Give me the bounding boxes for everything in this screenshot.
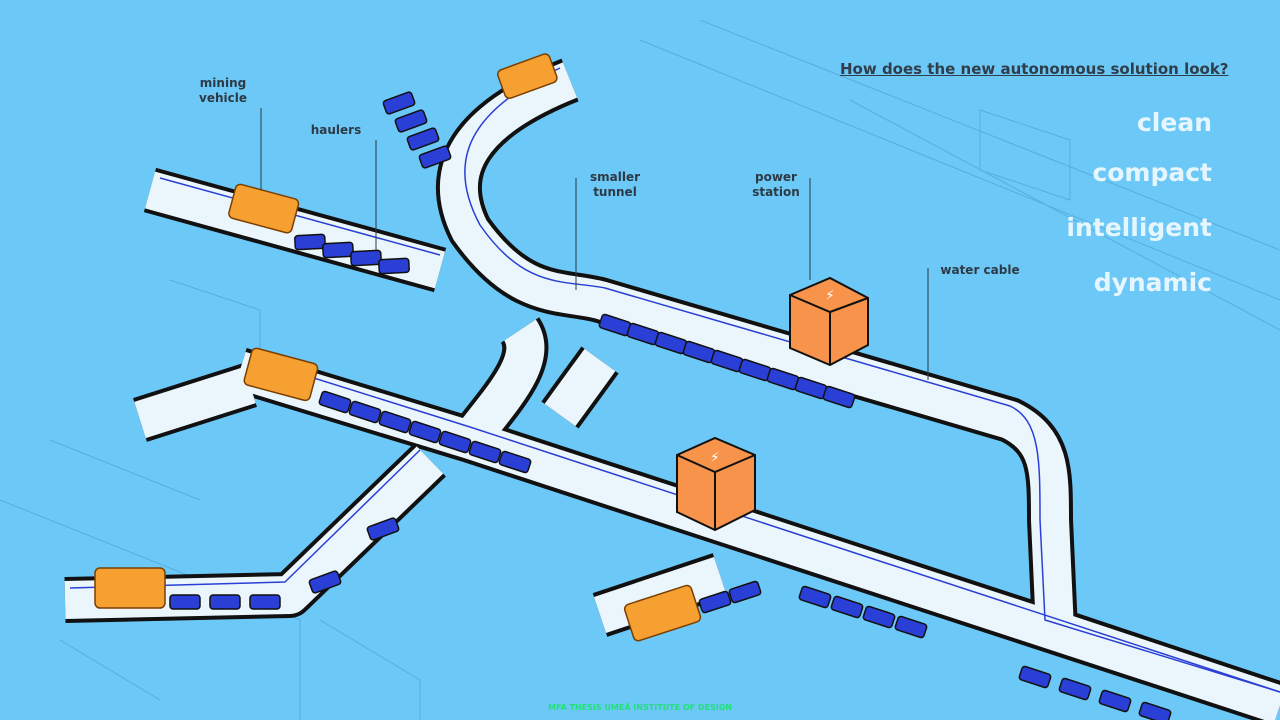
hauler — [468, 440, 502, 464]
hauler — [1098, 689, 1132, 713]
mining-vehicle — [228, 183, 300, 234]
power-stations: ⚡ ⚡ — [676, 276, 869, 532]
hauler — [249, 594, 281, 610]
hauler — [348, 400, 382, 424]
background-sketch — [0, 19, 1280, 720]
hauler — [382, 91, 416, 115]
mining-vehicle — [243, 347, 319, 402]
hauler — [1058, 677, 1092, 701]
keyword-clean: clean — [1136, 108, 1212, 137]
hauler — [698, 590, 732, 614]
hauler — [378, 257, 410, 275]
mining-vehicle — [497, 53, 558, 99]
hauler — [822, 385, 856, 409]
hauler — [406, 127, 440, 151]
hauler — [498, 450, 532, 474]
label-water-cable: water cable — [940, 263, 1020, 277]
hauler — [169, 594, 201, 610]
keyword-compact: compact — [1092, 158, 1212, 187]
hauler — [350, 249, 382, 267]
hauler — [798, 585, 832, 609]
hauler — [209, 594, 241, 610]
footer-credit: MFA THESIS UMEÅ INSTITUTE OF DESIGN — [548, 703, 732, 712]
hauler — [862, 605, 896, 629]
slide-question: How does the new autonomous solution loo… — [840, 60, 1229, 78]
label-haulers: haulers — [310, 123, 362, 137]
svg-text:⚡: ⚡ — [825, 288, 835, 304]
hauler — [318, 390, 352, 414]
hauler — [830, 595, 864, 619]
mining-vehicle — [623, 584, 702, 642]
hauler — [366, 517, 400, 541]
hauler — [322, 241, 354, 259]
hauler — [1018, 665, 1052, 689]
mining-vehicle — [94, 567, 166, 609]
keyword-dynamic: dynamic — [1093, 268, 1212, 297]
hauler — [378, 410, 412, 434]
hauler — [728, 580, 762, 604]
mining-vehicles — [94, 53, 702, 642]
hauler — [394, 109, 428, 133]
haulers — [169, 91, 1172, 720]
hauler — [418, 145, 452, 169]
hauler — [408, 420, 442, 444]
hauler — [894, 615, 928, 639]
hauler — [294, 233, 326, 251]
hauler — [438, 430, 472, 454]
leader-lines — [260, 108, 929, 380]
svg-text:⚡: ⚡ — [710, 450, 720, 466]
keyword-intelligent: intelligent — [1066, 213, 1212, 242]
hauler — [308, 570, 342, 594]
